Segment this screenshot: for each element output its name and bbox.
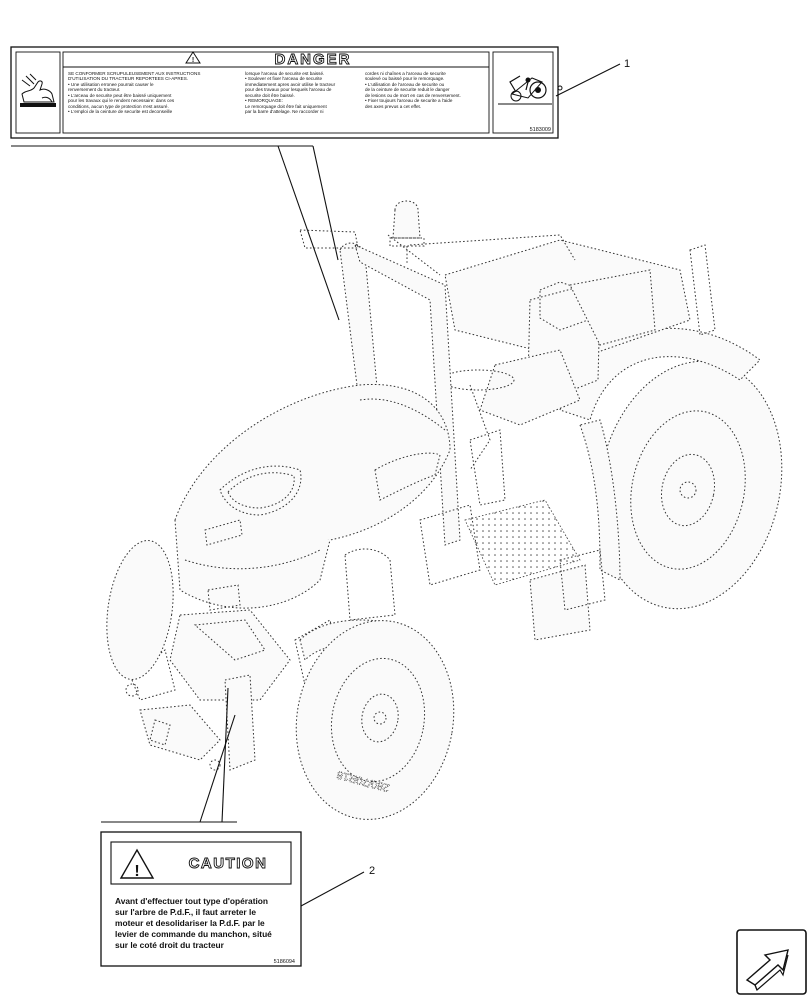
danger-leader-lines [11,145,340,321]
operator-platform [441,239,716,641]
caution-label: ! CAUTION Avant d'effectuer tout type d'… [100,831,302,967]
callout-1-number: 1 [624,58,630,70]
callout-1: 1 [555,58,630,97]
danger-label: ! DANGER SE CONFORMER SCRUPULEUSEMENT AU… [10,46,563,139]
caution-text: Avant d'effectuer tout type d'opération … [115,896,274,950]
front-right-wheel: 280/70R18 [295,619,455,820]
danger-column-2: lorsque l'arceau de securite est baissé.… [245,71,336,114]
danger-column-3: cordes ni chaînes a l'arceau de securite… [365,71,462,109]
callout-2: 2 [300,865,375,907]
warning-triangle-icon: ! [185,51,201,64]
svg-text:!: ! [192,57,194,64]
front-hitch [125,609,341,771]
beacon-light [389,200,425,265]
front-left-wheel [106,540,174,680]
tractor-rollover-icon [498,75,563,105]
caution-warning-triangle-icon: ! [119,848,155,880]
tractor-illustration: 280/70R18 [106,200,783,820]
danger-column-1: SE CONFORMER SCRUPULEUSEMENT AUX INSTRUC… [68,71,202,114]
next-page-arrow-icon[interactable] [736,929,807,995]
callout-2-number: 2 [369,865,375,877]
caution-leader-lines [101,687,237,823]
danger-part-number: 5183009 [530,127,551,133]
caution-part-number: 5186094 [274,959,295,965]
danger-heading: DANGER [274,51,351,68]
engine-hood [174,383,451,611]
svg-text:!: ! [134,863,139,880]
caution-heading: CAUTION [189,855,268,872]
hand-crush-icon [20,73,56,107]
